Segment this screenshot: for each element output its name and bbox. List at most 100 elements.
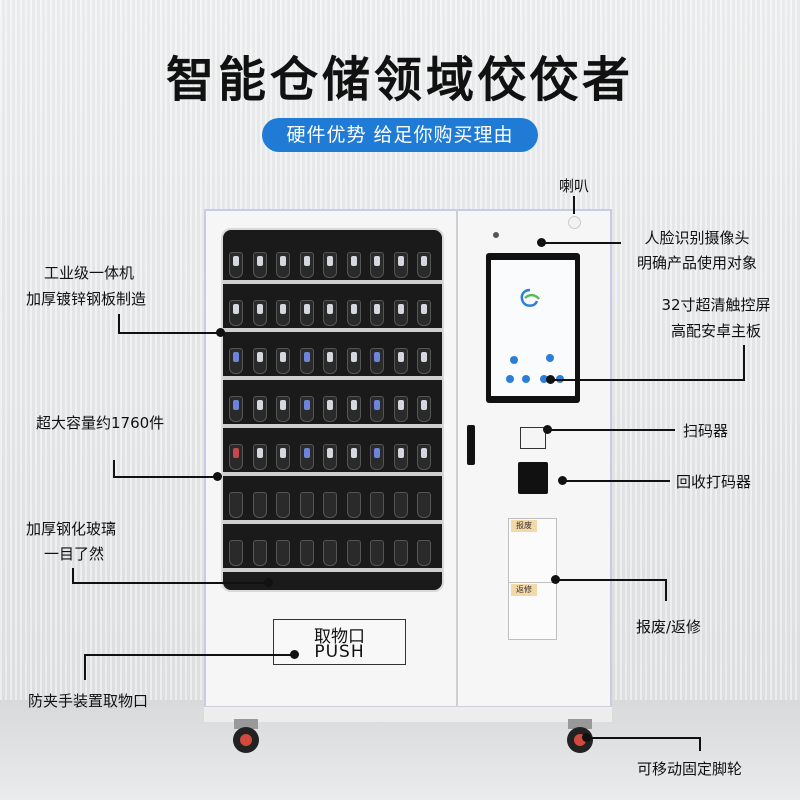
product-slot	[299, 300, 314, 326]
product-slot	[393, 540, 408, 566]
leader-line	[118, 314, 120, 334]
door-lock-icon[interactable]	[467, 425, 475, 465]
product-slot	[229, 348, 243, 374]
product-slot	[370, 252, 384, 278]
product-slot	[252, 492, 267, 518]
door-divider	[456, 209, 458, 706]
product-slot	[417, 252, 431, 278]
leader-line	[562, 480, 670, 482]
camera-lens-icon	[493, 232, 499, 238]
product-slot	[346, 492, 361, 518]
product-slot	[393, 300, 408, 326]
product-slot	[323, 348, 337, 374]
product-slot	[276, 492, 290, 518]
product-slot	[299, 492, 314, 518]
product-slot	[229, 444, 243, 470]
printer-slot-icon	[518, 462, 548, 494]
scrap-bin-label: 报废	[511, 520, 537, 532]
shelf	[223, 568, 442, 572]
leader-line	[586, 737, 701, 739]
leader-dot	[216, 328, 225, 337]
glass-window	[221, 228, 444, 592]
product-slot	[299, 540, 314, 566]
shelf	[223, 376, 442, 380]
product-slot	[370, 348, 384, 374]
callout-screen-desc: 高配安卓主板	[670, 322, 761, 340]
product-slot	[417, 540, 431, 566]
product-slot	[370, 444, 384, 470]
product-slot	[323, 252, 337, 278]
product-slot	[299, 444, 314, 470]
product-slot	[252, 540, 267, 566]
callout-wheels: 可移动固定脚轮	[637, 760, 743, 778]
product-slot	[417, 492, 431, 518]
leader-line	[84, 654, 292, 656]
product-slot	[370, 492, 384, 518]
leader-line	[665, 579, 667, 601]
product-slot	[417, 444, 431, 470]
product-slot	[252, 252, 267, 278]
product-slot	[393, 348, 408, 374]
leader-line	[743, 345, 745, 381]
leader-line	[547, 429, 675, 431]
product-slot	[346, 444, 361, 470]
app-icon[interactable]	[506, 375, 514, 383]
leader-line	[84, 654, 86, 680]
product-slot	[299, 252, 314, 278]
subtitle-badge: 硬件优势 给足你购买理由	[262, 118, 538, 152]
callout-speaker: 喇叭	[559, 177, 590, 195]
touchscreen[interactable]	[491, 260, 575, 396]
product-slot	[276, 396, 290, 422]
leader-line	[118, 332, 220, 334]
leader-line	[72, 582, 266, 584]
shelf	[223, 520, 442, 524]
product-slot	[276, 252, 290, 278]
product-slot	[276, 300, 290, 326]
product-slot	[229, 540, 243, 566]
leader-dot	[213, 472, 222, 481]
scanner-icon	[520, 427, 546, 449]
callout-camera-desc: 明确产品使用对象	[636, 254, 757, 272]
shelf	[223, 472, 442, 476]
app-icon[interactable]	[522, 375, 530, 383]
pickup-label-en: PUSH	[314, 642, 365, 662]
product-slot	[370, 396, 384, 422]
product-slot	[252, 348, 267, 374]
scrap-bin[interactable]: 报废	[508, 518, 557, 584]
callout-glass-desc: 一目了然	[44, 545, 105, 563]
callout-glass-title: 加厚钢化玻璃	[26, 520, 117, 538]
product-slot	[417, 300, 431, 326]
leader-line	[113, 460, 115, 478]
product-slot	[323, 540, 337, 566]
machine-base	[204, 706, 612, 722]
return-bin[interactable]: 返修	[508, 582, 557, 640]
product-slot	[229, 396, 243, 422]
shelf	[223, 328, 442, 332]
product-slot	[276, 540, 290, 566]
shelf	[223, 424, 442, 428]
product-slot	[346, 252, 361, 278]
leader-line	[699, 737, 701, 751]
brand-logo-icon	[520, 288, 540, 307]
callout-scanner: 扫码器	[683, 422, 729, 440]
page-title: 智能仓储领域佼佼者	[165, 52, 634, 108]
return-bin-label: 返修	[511, 584, 537, 596]
product-slot	[299, 396, 314, 422]
leader-line	[573, 196, 575, 214]
callout-body-desc: 加厚镀锌钢板制造	[26, 290, 147, 308]
product-slot	[417, 396, 431, 422]
product-slot	[346, 348, 361, 374]
leader-line	[550, 379, 745, 381]
product-slot	[370, 540, 384, 566]
product-slot	[393, 492, 408, 518]
app-icon[interactable]	[510, 356, 518, 364]
app-icon[interactable]	[540, 375, 548, 383]
product-slot	[252, 444, 267, 470]
app-icon[interactable]	[546, 354, 554, 362]
callout-pickup: 防夹手装置取物口	[28, 692, 149, 710]
product-slot	[299, 348, 314, 374]
product-slot	[323, 300, 337, 326]
product-slot	[346, 300, 361, 326]
product-slot	[323, 396, 337, 422]
product-slot	[229, 492, 243, 518]
